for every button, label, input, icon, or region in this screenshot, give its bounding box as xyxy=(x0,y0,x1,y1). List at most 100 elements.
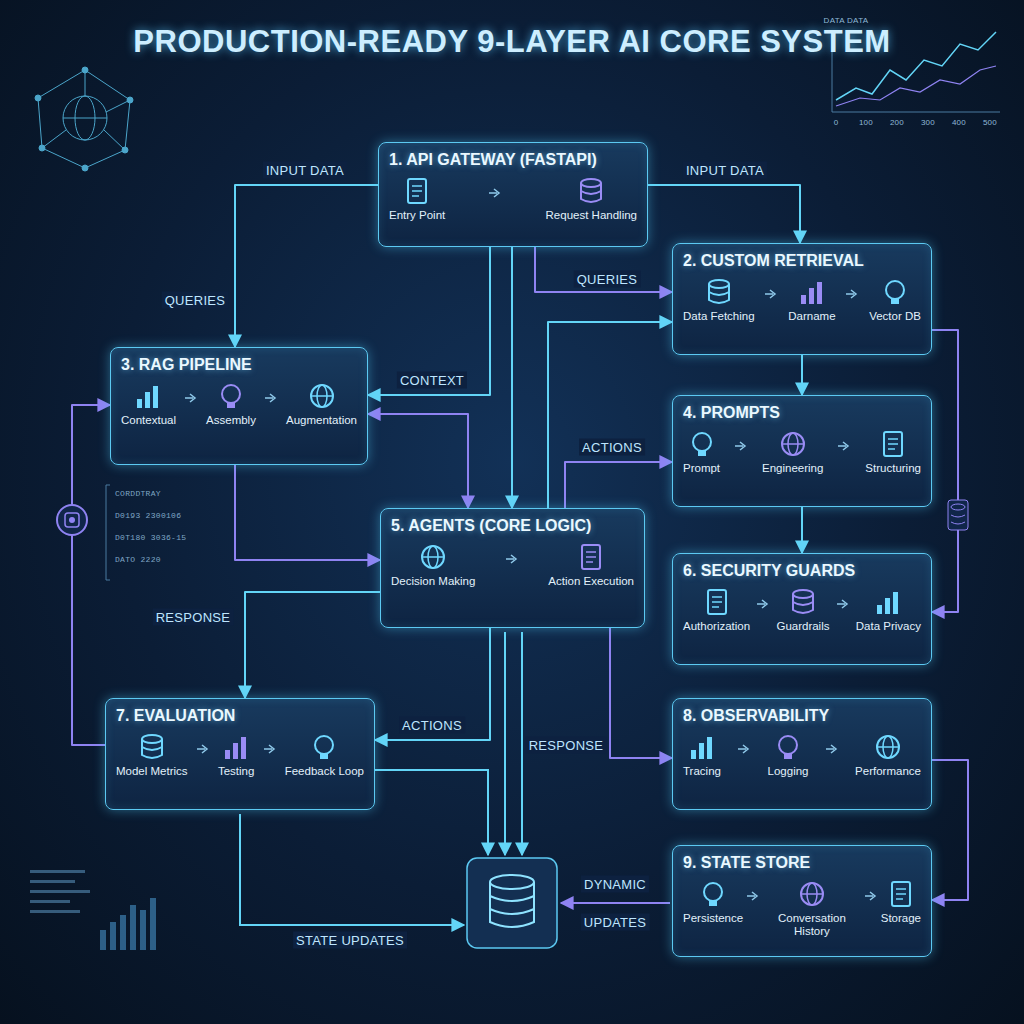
flow-label: DYNAMIC xyxy=(581,876,649,893)
layer-box: 9. STATE STORE PersistenceConversation Hi… xyxy=(672,845,932,957)
loop-icon xyxy=(57,505,87,535)
flow-label: UPDATES xyxy=(581,914,650,931)
layer-icon xyxy=(797,277,827,307)
step-item: Action Execution xyxy=(548,542,634,588)
layer-icon xyxy=(216,381,246,411)
layer-heading: 2. CUSTOM RETRIEVAL xyxy=(683,252,921,270)
flow-connector xyxy=(235,185,378,347)
layer-icon xyxy=(704,277,734,307)
step-arrow xyxy=(757,599,769,609)
layer-icon xyxy=(702,587,732,617)
step-arrow xyxy=(185,393,197,403)
flow-connector xyxy=(368,247,490,395)
layer-box: 6. SECURITY GUARDSAuthorizationGuardrail… xyxy=(672,553,932,665)
layer-icon xyxy=(687,732,717,762)
layer-heading: 9. STATE STORE xyxy=(683,854,921,872)
step-item: Model Metrics xyxy=(116,732,188,778)
step-label: Decision Making xyxy=(391,575,475,588)
step-item: Decision Making xyxy=(391,542,475,588)
step-item: Data Privacy xyxy=(856,587,921,633)
step-arrow xyxy=(747,891,759,901)
connector-label: RESPONSE xyxy=(153,609,234,626)
connector-label: QUERIES xyxy=(574,271,641,288)
step-label: Storage xyxy=(881,912,921,925)
flow-connector xyxy=(932,760,968,900)
layer-heading: 3. RAG PIPELINE xyxy=(121,356,357,374)
step-row: PersistenceConversation History Storage xyxy=(683,879,921,938)
step-arrow xyxy=(738,744,750,754)
step-arrow xyxy=(265,393,277,403)
step-item: Request Handling xyxy=(546,176,637,222)
step-item: Performance xyxy=(855,732,921,778)
layer-icon xyxy=(873,587,903,617)
layer-box: 2. CUSTOM RETRIEVAL Data Fetching DarnameV… xyxy=(672,243,932,355)
step-label: Request Handling xyxy=(546,209,637,222)
step-arrow xyxy=(489,188,501,198)
step-arrow xyxy=(735,441,747,451)
layer-heading: 7. EVALUATION xyxy=(116,707,364,725)
flow-label: STATE UPDATES xyxy=(293,932,407,949)
step-label: Logging xyxy=(768,765,809,778)
step-item: Vector DB xyxy=(869,277,921,323)
step-item: Persistence xyxy=(683,879,743,925)
globe-network xyxy=(35,67,133,171)
step-arrow xyxy=(765,289,777,299)
step-row: TracingLoggingPerformance xyxy=(683,732,921,778)
step-label: Entry Point xyxy=(389,209,445,222)
step-item: Structuring xyxy=(865,429,921,475)
step-item: Darname xyxy=(788,277,835,323)
step-arrow xyxy=(837,599,849,609)
step-item: Engineering xyxy=(762,429,823,475)
connector-label: ACTIONS xyxy=(399,717,465,734)
flow-connector xyxy=(235,465,380,560)
step-item: Contextual xyxy=(121,381,176,427)
step-label: Action Execution xyxy=(548,575,634,588)
code-text: DATO 2220 xyxy=(112,554,164,565)
step-item: Guardrails xyxy=(776,587,829,633)
db-mini-icon xyxy=(948,500,968,530)
layer-box: 7. EVALUATION Model Metrics Testing Feedbac… xyxy=(105,698,375,810)
layer-icon xyxy=(307,381,337,411)
chart-text: 300 xyxy=(918,117,938,128)
step-item: Testing xyxy=(218,732,254,778)
step-label: Structuring xyxy=(865,462,921,475)
step-label: Vector DB xyxy=(869,310,921,323)
layer-icon xyxy=(880,277,910,307)
step-arrow xyxy=(826,744,838,754)
chart-text: 400 xyxy=(949,117,969,128)
flow-connector xyxy=(245,592,380,698)
layer-heading: 5. AGENTS (CORE LOGIC) xyxy=(391,517,634,535)
step-label: Conversation History xyxy=(763,912,861,938)
step-row: ContextualAssemblyAugmentation xyxy=(121,381,357,427)
layer-box: 8. OBSERVABILITYTracingLoggingPerformanc… xyxy=(672,698,932,810)
step-item: Entry Point xyxy=(389,176,445,222)
flow-connector xyxy=(801,355,803,395)
step-row: Model Metrics Testing Feedback Loop xyxy=(116,732,364,778)
step-label: Authorization xyxy=(683,620,750,633)
chart-text: 200 xyxy=(887,117,907,128)
layer-heading: 8. OBSERVABILITY xyxy=(683,707,921,725)
layer-icon xyxy=(698,879,728,909)
connector-label: CONTEXT xyxy=(397,372,467,389)
layer-icon xyxy=(873,732,903,762)
step-label: Guardrails xyxy=(776,620,829,633)
layer-icon xyxy=(886,879,916,909)
flow-connector xyxy=(565,462,672,508)
layer-icon xyxy=(402,176,432,206)
step-item: Logging xyxy=(768,732,809,778)
step-label: Testing xyxy=(218,765,254,778)
code-text: CORDDTRAY xyxy=(112,488,164,499)
step-label: Feedback Loop xyxy=(285,765,364,778)
database-hub xyxy=(467,858,557,948)
code-text: D0T180 3036-15 xyxy=(112,532,189,543)
step-label: Data Fetching xyxy=(683,310,755,323)
title: PRODUCTION-READY 9-LAYER AI CORE SYSTEM xyxy=(0,24,1024,60)
step-label: Model Metrics xyxy=(116,765,188,778)
step-item: Data Fetching xyxy=(683,277,755,323)
step-arrow xyxy=(506,554,518,564)
step-row: Decision Making Action Execution xyxy=(391,542,634,588)
layer-icon xyxy=(221,732,251,762)
step-arrow xyxy=(846,289,858,299)
layer-icon xyxy=(687,429,717,459)
code-text: D0193 2300106 xyxy=(112,510,184,521)
